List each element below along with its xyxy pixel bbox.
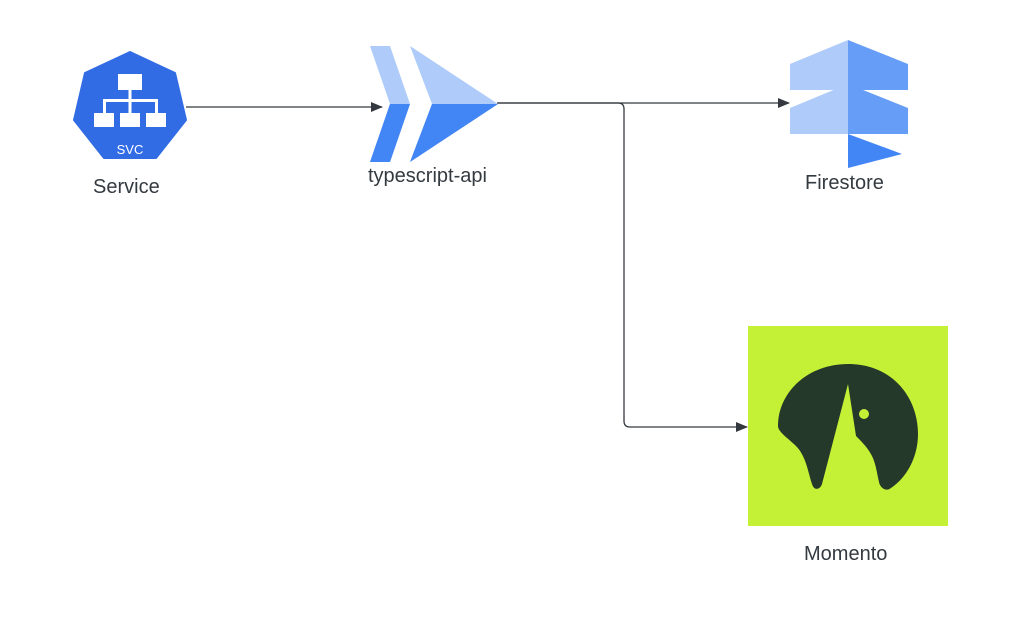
kubernetes-service-icon[interactable]: SVC [72,50,188,166]
momento-label: Momento [804,543,888,565]
cloud-api-gateway-icon[interactable] [368,46,500,162]
typescript-api-label: typescript-api [368,165,487,187]
momento-logo-icon[interactable] [748,326,948,526]
service-badge-text: SVC [117,142,144,157]
firestore-label: Firestore [805,172,884,194]
service-label: Service [93,176,160,198]
firestore-icon[interactable] [788,38,910,168]
edge-api-to-momento[interactable] [497,102,748,432]
